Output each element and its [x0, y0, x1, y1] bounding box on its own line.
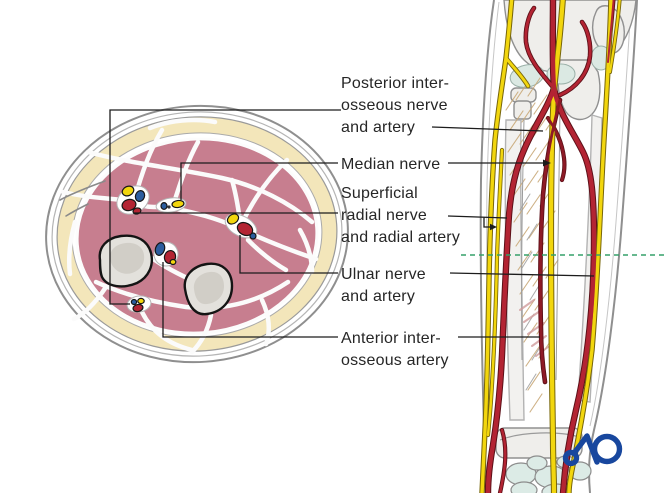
skin-inner	[51, 111, 343, 357]
median-nerve-dot	[171, 199, 185, 209]
hatch-pink	[519, 299, 549, 357]
leader-median-left	[180, 162, 338, 200]
ao-logo	[562, 433, 623, 467]
label-superficial-radial: Superficial radial nerve and radial arte…	[341, 185, 461, 246]
median-vein	[160, 202, 168, 211]
vein-dots	[130, 190, 257, 306]
radial-artery-dot	[121, 198, 137, 212]
leader-lines	[109, 109, 595, 338]
leader-posterior-left	[109, 109, 341, 305]
superficial-radial-nerve-dot	[121, 185, 135, 197]
label-ulnar: Ulnar nerve and artery	[341, 266, 426, 305]
small-nerve-dot	[167, 205, 171, 209]
leader-arrowheads	[490, 159, 551, 231]
wrist-crease	[499, 432, 583, 441]
cross-section-view	[45, 104, 349, 364]
posterior-interosseous-artery-dot	[132, 303, 144, 313]
ao-logo-a-loop	[562, 449, 580, 467]
fascia-streaks	[59, 180, 106, 217]
ulnar-vein	[249, 232, 257, 240]
leader-ulnar-right	[449, 272, 595, 277]
ulnar-artery-dot	[236, 221, 254, 237]
leader-ulnar-left	[239, 235, 338, 274]
bone-inner-shading	[109, 242, 224, 305]
leader-anterior-left	[162, 262, 338, 338]
label-anterior-interosseous: Anterior inter- osseous artery	[341, 330, 449, 369]
label-posterior-interosseous: Posterior inter- osseous nerve and arter…	[341, 75, 450, 136]
radial-vein	[134, 190, 146, 202]
label-median-nerve: Median nerve	[341, 156, 441, 173]
ao-logo-a	[572, 433, 600, 465]
ulnar-nerve-dot	[226, 213, 240, 225]
leader-radial-right	[447, 215, 508, 228]
anterior-interosseous-vein	[154, 242, 166, 256]
leader-posterior-right	[431, 126, 544, 132]
posterior-interosseous-vein	[130, 298, 138, 306]
longitudinal-view	[481, 0, 638, 493]
nerve-dots	[121, 185, 240, 305]
hatch-gray	[519, 193, 543, 391]
